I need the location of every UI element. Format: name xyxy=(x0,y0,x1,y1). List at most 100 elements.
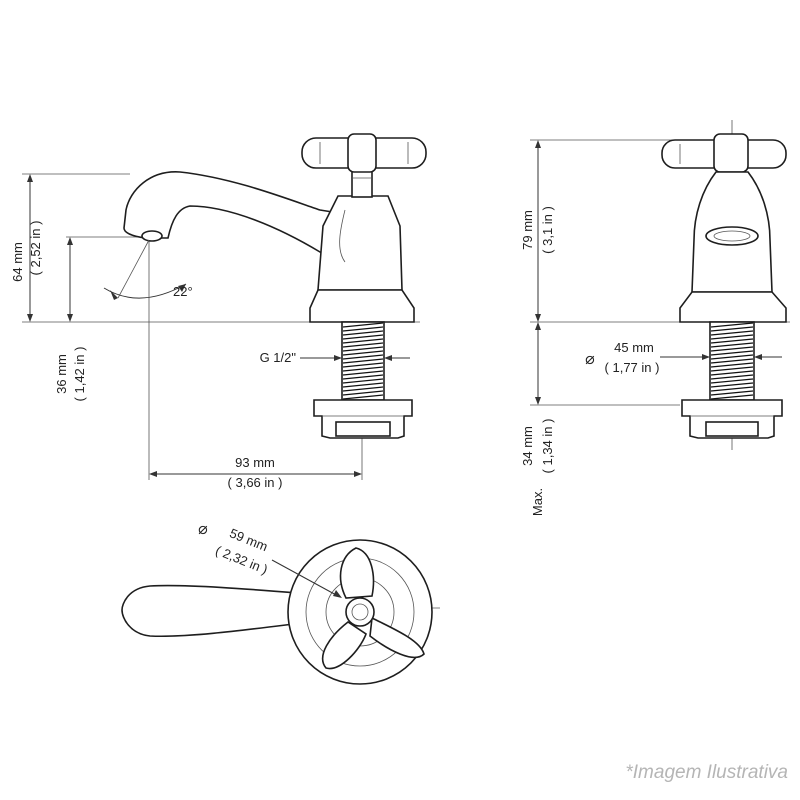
thread-line xyxy=(710,342,754,348)
thread-line xyxy=(342,346,384,352)
angle-ray xyxy=(117,239,150,299)
thread-line xyxy=(342,362,384,368)
spout-outlet xyxy=(141,230,163,242)
thread-line xyxy=(710,338,754,344)
top-view: ⌀ 59 mm ( 2,32 in ) xyxy=(121,521,440,685)
thread-line xyxy=(710,370,754,376)
thread-line xyxy=(342,374,384,380)
illustrative-image-caption: *Imagem Ilustrativa xyxy=(625,762,788,783)
top-handle-hub xyxy=(345,597,375,627)
front-nut-inner xyxy=(705,421,759,437)
dim-59-arrow xyxy=(333,590,342,598)
thread-line xyxy=(342,350,384,356)
thread-line xyxy=(710,362,754,368)
side-view: 64 mm ( 2,52 in ) 36 mm ( 1,42 in ) 22° … xyxy=(10,133,427,490)
dim-79-in-label: ( 3,1 in ) xyxy=(540,206,555,254)
thread-line xyxy=(710,382,754,388)
thread-line xyxy=(342,334,384,340)
thread-line xyxy=(710,322,754,328)
thread-line xyxy=(342,370,384,376)
dim-93-mm-label: 93 mm xyxy=(235,455,275,470)
thread-line xyxy=(710,326,754,332)
dim-34-arrow-top xyxy=(535,322,541,330)
front-thread-lines xyxy=(710,322,754,400)
dim-34-in-label: ( 1,34 in ) xyxy=(540,419,555,474)
thread-line xyxy=(342,366,384,372)
thread-line xyxy=(342,326,384,332)
front-spout-inner xyxy=(713,230,751,242)
front-spout-outlet xyxy=(705,226,759,246)
thread-line xyxy=(342,394,384,400)
thread-line xyxy=(342,382,384,388)
dim-59-leader xyxy=(271,559,339,597)
thread-line xyxy=(710,394,754,400)
dim-93-arrow-left xyxy=(149,471,157,477)
dim-45-arrow-right xyxy=(754,354,762,360)
dim-93-in-label: ( 3,66 in ) xyxy=(228,475,283,490)
front-handle-hub xyxy=(713,133,749,173)
thread-line xyxy=(342,390,384,396)
top-handle-arm-left xyxy=(321,621,367,670)
dim-45-arrow-left xyxy=(702,354,710,360)
thread-arrow-right xyxy=(384,355,392,361)
dim-45-in-label: ( 1,77 in ) xyxy=(605,360,660,375)
valve-body-detail xyxy=(339,209,346,263)
dim-45-mm-label: 45 mm xyxy=(614,340,654,355)
thread-line xyxy=(710,346,754,352)
thread-line xyxy=(342,354,384,360)
thread-line xyxy=(710,350,754,356)
dim-34-arrow-bottom xyxy=(535,397,541,405)
thread-line xyxy=(710,378,754,384)
thread-line xyxy=(342,322,384,328)
dim-64-mm-label: 64 mm xyxy=(10,242,25,282)
front-view: 79 mm ( 3,1 in ) ⌀ 45 mm ( 1,77 in ) Max… xyxy=(520,120,790,516)
top-handle xyxy=(321,547,425,670)
dim-45-symbol: ⌀ xyxy=(585,351,595,368)
thread-line xyxy=(710,358,754,364)
dim-64-arrow-top xyxy=(27,174,33,182)
front-flange xyxy=(679,291,787,323)
thread-line xyxy=(342,386,384,392)
dim-79-arrow-bottom xyxy=(535,314,541,322)
thread-size-label: G 1/2" xyxy=(260,350,297,365)
dim-64-in-label: ( 2,52 in ) xyxy=(28,221,43,276)
top-handle-hub-inner xyxy=(351,603,369,621)
thread-line xyxy=(342,358,384,364)
handle-hub xyxy=(347,133,377,173)
thread-line xyxy=(342,338,384,344)
flange xyxy=(309,289,415,323)
dim-36-arrow-top xyxy=(67,237,73,245)
thread-line xyxy=(710,386,754,392)
dim-34-mm-label: 34 mm xyxy=(520,426,535,466)
top-spout xyxy=(121,584,311,638)
thread-line xyxy=(710,354,754,360)
angle-label: 22° xyxy=(173,284,193,299)
thread-line xyxy=(342,378,384,384)
top-handle-arm-up xyxy=(339,547,375,599)
thread-line xyxy=(342,330,384,336)
thread-line xyxy=(710,366,754,372)
thread-lines xyxy=(342,322,384,400)
dim-79-arrow-top xyxy=(535,140,541,148)
spout xyxy=(123,171,346,264)
thread-line xyxy=(710,330,754,336)
angle-arrow-left xyxy=(110,290,118,300)
thread-line xyxy=(342,342,384,348)
thread-arrow-left xyxy=(334,355,342,361)
dim-64-arrow-bottom xyxy=(27,314,33,322)
angle-arrow-right xyxy=(178,284,186,292)
dim-59-symbol: ⌀ xyxy=(198,521,208,538)
valve-body xyxy=(317,195,403,291)
dim-93-arrow-right xyxy=(354,471,362,477)
nut-inner xyxy=(335,421,391,437)
thread-line xyxy=(710,390,754,396)
top-handle-arm-right xyxy=(369,616,425,659)
dim-36-arrow-bottom xyxy=(67,314,73,322)
dim-36-in-label: ( 1,42 in ) xyxy=(72,347,87,402)
dim-34-prefix: Max. xyxy=(530,488,545,516)
thread-line xyxy=(710,374,754,380)
thread-line xyxy=(710,334,754,340)
dim-36-mm-label: 36 mm xyxy=(54,354,69,394)
dim-79-mm-label: 79 mm xyxy=(520,210,535,250)
